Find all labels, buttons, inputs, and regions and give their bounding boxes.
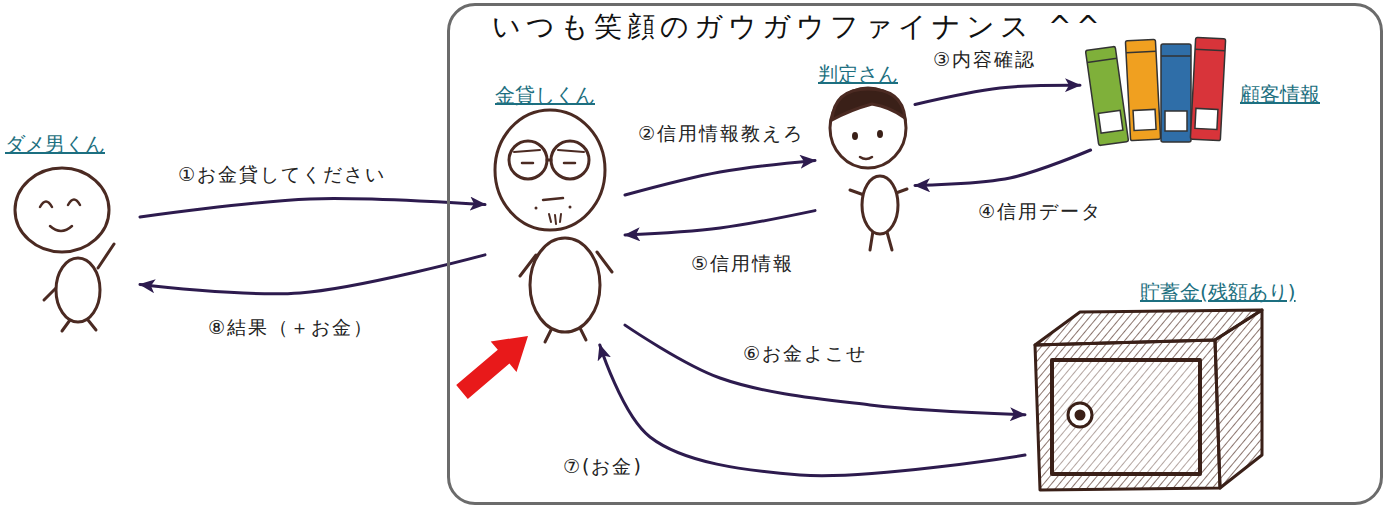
books-icon-part-part bbox=[1190, 37, 1225, 140]
lender-figure-part bbox=[509, 141, 547, 179]
lender-figure-part bbox=[535, 207, 538, 210]
books-icon-part-part bbox=[1126, 51, 1156, 53]
lender-figure-part bbox=[514, 150, 540, 152]
label-anchor: ⑤信用情報 bbox=[688, 252, 797, 276]
judge-character: 判定さん bbox=[815, 62, 915, 255]
step-label: ⑤信用情報 bbox=[688, 252, 797, 276]
flow-arrow bbox=[915, 85, 1080, 104]
step-label: ③内容確認 bbox=[930, 48, 1039, 72]
safe-icon-part bbox=[1052, 360, 1200, 474]
customer-records: 顧客情報 bbox=[1080, 30, 1345, 150]
region-title: いつも笑顔のガウガウファイナンス ^^ bbox=[492, 10, 1105, 44]
lender-figure-part bbox=[564, 162, 575, 165]
lender-figure-part bbox=[558, 150, 584, 152]
safe-icon-part bbox=[1068, 403, 1092, 427]
books-icon-part bbox=[1190, 37, 1225, 140]
customer-figure-part bbox=[68, 200, 80, 206]
pointer-arrow bbox=[456, 336, 528, 399]
label-anchor: ⑦(お金) bbox=[560, 455, 646, 479]
flow-arrow bbox=[625, 211, 815, 235]
lender-figure-part bbox=[549, 214, 561, 224]
customer-character: ダメ男くん bbox=[5, 128, 140, 335]
safe-icon-part bbox=[1035, 340, 1220, 490]
judge-figure-part bbox=[830, 88, 906, 168]
lender-figure-part bbox=[551, 141, 589, 179]
label-anchor: ①お金貸してください bbox=[175, 163, 389, 187]
step-label: ⑥お金よこせ bbox=[740, 342, 870, 366]
judge-figure-part bbox=[862, 176, 898, 234]
customer-figure-part bbox=[62, 320, 70, 331]
flow-arrow bbox=[140, 199, 485, 217]
character-name: ダメ男くん bbox=[5, 132, 105, 156]
books-icon-part-part bbox=[1165, 111, 1187, 131]
character-name: 金貸しくん bbox=[495, 83, 595, 107]
step-label: ②信用情報教えろ bbox=[635, 122, 807, 146]
judge-figure bbox=[830, 88, 907, 250]
connector-group bbox=[140, 85, 1091, 476]
customer-figure-part bbox=[56, 258, 100, 322]
label-anchor: ⑧結果（＋お金） bbox=[205, 316, 377, 340]
lender-figure bbox=[495, 110, 612, 342]
step-label: ⑧結果（＋お金） bbox=[205, 316, 377, 340]
character-name: 判定さん bbox=[818, 62, 898, 86]
judge-figure-part bbox=[860, 157, 872, 159]
customer-figure-part bbox=[50, 226, 72, 231]
safe-name: 貯蓄金(残額あり) bbox=[1140, 280, 1296, 304]
lender-figure-part bbox=[522, 162, 533, 165]
safe-icon-part bbox=[1215, 310, 1262, 488]
flow-arrow bbox=[915, 150, 1091, 186]
customer-figure-part bbox=[88, 320, 96, 330]
books-icon-part-part bbox=[1087, 58, 1117, 62]
books-icon-part-part bbox=[1133, 109, 1156, 130]
records-name: 顧客情報 bbox=[1240, 82, 1320, 106]
lender-figure-part bbox=[543, 198, 563, 200]
books-icon-part bbox=[1161, 44, 1191, 142]
judge-figure-part bbox=[832, 89, 905, 120]
books-icon-part-part bbox=[1195, 49, 1225, 51]
judge-figure-part bbox=[877, 130, 883, 138]
lender-figure-part bbox=[547, 159, 551, 162]
step-label: ①お金貸してください bbox=[175, 163, 389, 187]
lender-figure-part bbox=[569, 206, 572, 209]
customer-figure-part bbox=[98, 244, 114, 268]
judge-figure-part bbox=[887, 232, 892, 250]
books-icon-part-part bbox=[1161, 44, 1191, 142]
label-anchor: ③内容確認 bbox=[930, 48, 1039, 72]
books-icon-part-part bbox=[1085, 46, 1128, 145]
safe-icon bbox=[1035, 310, 1262, 490]
customer-figure-part bbox=[15, 168, 109, 252]
books-icon bbox=[1085, 37, 1225, 145]
savings-safe: 貯蓄金(残額あり) bbox=[1025, 278, 1345, 495]
lender-figure-part bbox=[580, 328, 586, 340]
customer-figure bbox=[15, 168, 114, 331]
label-anchor: ②信用情報教えろ bbox=[635, 122, 807, 146]
books-icon-part-part bbox=[1161, 55, 1191, 57]
books-icon-part bbox=[1125, 39, 1160, 140]
books-icon-part-part bbox=[1195, 108, 1218, 129]
books-icon-part-part bbox=[1098, 110, 1123, 133]
step-label: ④信用データ bbox=[975, 200, 1105, 224]
flow-arrow bbox=[625, 325, 1025, 415]
lender-figure-part bbox=[530, 238, 600, 332]
label-anchor: ④信用データ bbox=[975, 200, 1105, 224]
step-label: ⑦(お金) bbox=[560, 455, 646, 479]
flow-arrow bbox=[140, 255, 485, 294]
judge-figure-part bbox=[852, 132, 858, 140]
lender-figure-part bbox=[545, 328, 552, 342]
books-icon-part bbox=[1085, 46, 1128, 145]
safe-icon-part bbox=[1076, 411, 1084, 419]
customer-figure-part bbox=[40, 202, 52, 208]
judge-figure-part bbox=[870, 231, 873, 250]
label-anchor: ⑥お金よこせ bbox=[740, 342, 870, 366]
lender-figure-part bbox=[495, 110, 605, 230]
company-region: いつも笑顔のガウガウファイナンス ^^ 金貸しくん 判定さん顧客情報貯蓄金(残額あり… bbox=[447, 3, 1383, 505]
flow-arrow bbox=[625, 160, 815, 195]
books-icon-part-part bbox=[1125, 39, 1160, 140]
lender-character: 金貸しくん bbox=[485, 80, 625, 345]
